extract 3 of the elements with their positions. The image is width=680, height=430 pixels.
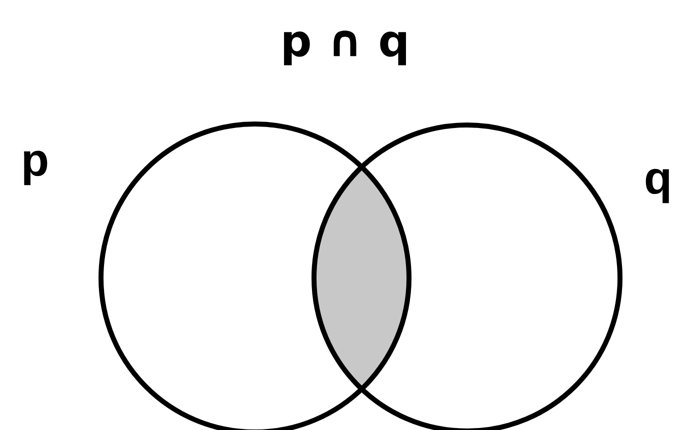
set-label: q <box>646 168 669 204</box>
set-label: p <box>24 150 48 186</box>
intersection-label: p ∩ q <box>284 30 406 66</box>
